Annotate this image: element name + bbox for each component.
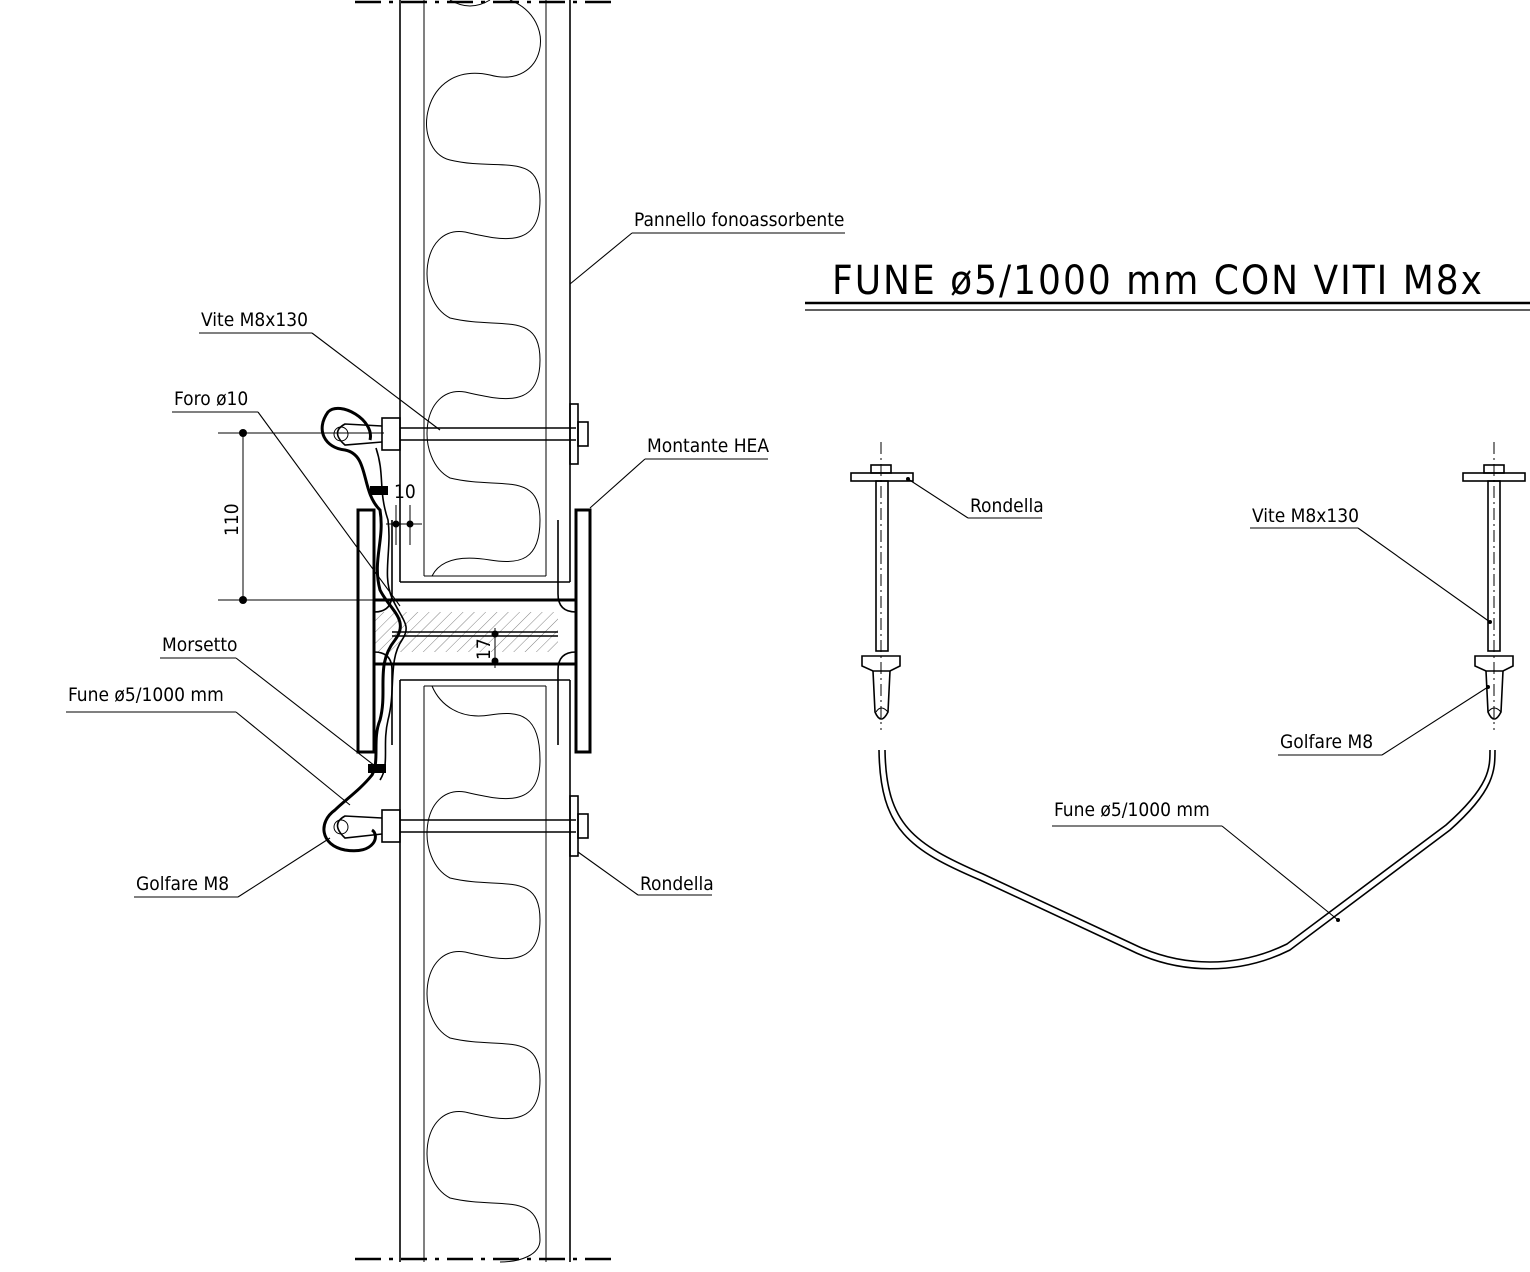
hea-column [356,508,592,754]
dimension-17: 17 [473,628,499,668]
dim-17-text: 17 [473,638,495,660]
lower-eyebolt [333,815,383,839]
upper-clamp [370,486,388,495]
detail-title: FUNE ø5/1000 mm CON VITI M8x [832,258,1484,304]
label-pannello-text: Pannello fonoassorbente [634,209,844,231]
detail-label-rondella-text: Rondella [970,495,1044,517]
detail-right-assembly [1462,442,1526,730]
detail-label-golfare: Golfare M8 [1278,685,1490,756]
detail-view: FUNE ø5/1000 mm CON VITI M8x [805,258,1530,970]
detail-left-assembly [850,442,914,730]
dim-110-text: 110 [221,503,243,536]
lower-screw [381,795,589,857]
label-rondella-text: Rondella [640,873,714,895]
dimension-110: 110 [218,429,384,604]
label-morsetto-text: Morsetto [162,634,238,656]
detail-label-fune-text: Fune ø5/1000 mm [1054,799,1210,821]
label-fune-text: Fune ø5/1000 mm [68,684,224,706]
label-vite-text: Vite M8x130 [201,309,308,331]
label-pannello: Pannello fonoassorbente [569,209,845,285]
detail-label-vite-text: Vite M8x130 [1252,505,1359,527]
label-montante: Montante HEA [589,435,769,509]
detail-label-fune: Fune ø5/1000 mm [1052,799,1340,922]
label-foro-text: Foro ø10 [174,388,248,410]
label-foro: Foro ø10 [172,388,401,607]
detail-label-vite: Vite M8x130 [1250,505,1492,624]
label-golfare: Golfare M8 [134,837,331,898]
detail-rope [878,749,1496,970]
label-morsetto: Morsetto [160,634,376,767]
lower-clamp [368,764,386,773]
upper-eyebolt [333,423,383,446]
detail-label-golfare-text: Golfare M8 [1280,731,1373,753]
label-rondella: Rondella [577,851,714,896]
label-fune: Fune ø5/1000 mm [66,684,351,806]
section-view: 110 10 17 Pannello fonoassorbente [66,0,845,1263]
label-vite: Vite M8x130 [199,309,441,431]
dimension-10: 10 [386,481,422,545]
rope [320,406,407,853]
label-golfare-text: Golfare M8 [136,873,229,895]
dim-10-text: 10 [394,481,416,503]
label-montante-text: Montante HEA [647,435,769,457]
detail-label-rondella: Rondella [906,477,1044,519]
upper-panel [399,0,571,583]
upper-screw [381,403,589,465]
lower-panel [399,679,571,1263]
